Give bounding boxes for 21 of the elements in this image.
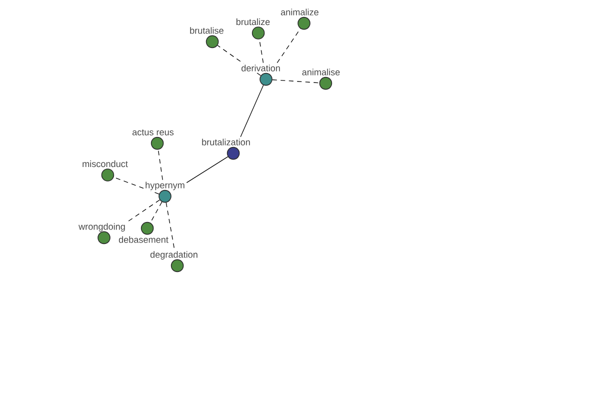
edge-line <box>166 202 175 250</box>
node-label: misconduct <box>82 160 128 168</box>
edge-line <box>240 84 264 138</box>
edge-line <box>113 176 160 194</box>
node-label: debasement <box>118 236 168 243</box>
edge-line <box>150 202 162 224</box>
node-label: hypernym <box>146 182 184 190</box>
edge-line <box>217 45 262 76</box>
node-label: animalise <box>302 68 340 76</box>
edge-line <box>272 79 320 84</box>
node-label: actus reus <box>132 129 174 136</box>
node-label: derivation <box>242 64 280 72</box>
node-label: brutalize <box>236 18 270 26</box>
edge-line <box>158 149 163 180</box>
node-label: wrongdoing <box>78 223 125 232</box>
node-label: animalize <box>280 8 318 16</box>
edge-line <box>126 200 160 222</box>
edge-line <box>186 156 228 184</box>
node-label: brutalization <box>202 138 250 146</box>
node-label: degradation <box>150 251 198 260</box>
node-label: brutalise <box>190 27 224 34</box>
